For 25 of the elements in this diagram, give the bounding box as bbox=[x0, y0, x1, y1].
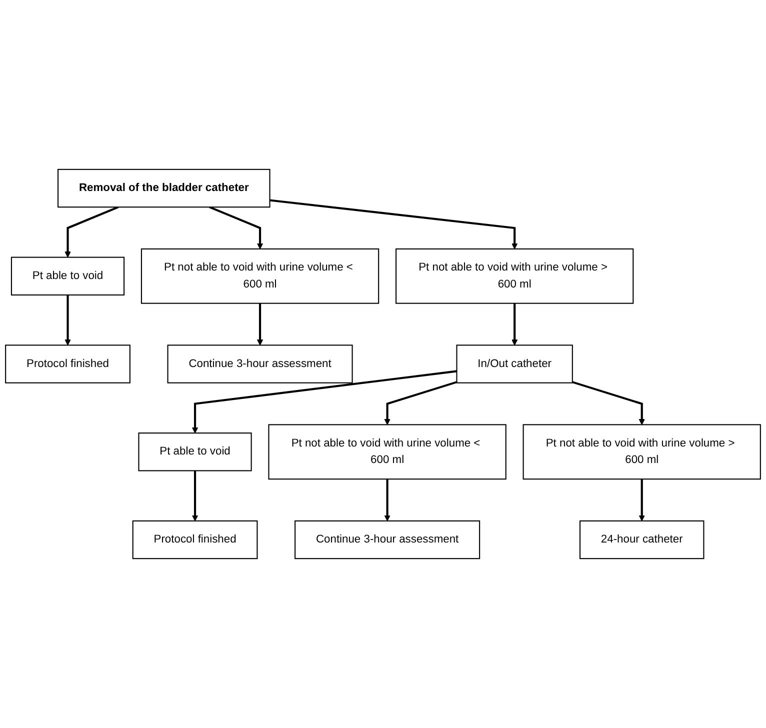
arrow bbox=[256, 303, 264, 346]
arrow bbox=[192, 370, 457, 434]
node-box: In/Out catheter bbox=[456, 344, 573, 384]
node-box: Pt able to void bbox=[10, 256, 125, 296]
node-box: Protocol finished bbox=[5, 344, 130, 384]
node-box: Pt not able to void with urine volume < 600 ml bbox=[140, 248, 380, 304]
arrow bbox=[270, 199, 518, 250]
arrow bbox=[192, 470, 198, 522]
node-box: Continue 3-hour assessment bbox=[294, 520, 480, 560]
node-box: Pt not able to void with urine volume > 600 ml bbox=[396, 248, 634, 304]
arrow bbox=[512, 303, 518, 346]
node-box: Pt not able to void with urine volume < 600 ml bbox=[268, 424, 506, 480]
arrow bbox=[572, 381, 645, 425]
node-box: Removal of the bladder catheter bbox=[58, 168, 270, 208]
arrow bbox=[638, 479, 645, 522]
arrow bbox=[384, 381, 458, 425]
node-box: Protocol finished bbox=[132, 520, 258, 560]
node-box: Pt not able to void with urine volume > 600 ml bbox=[522, 424, 761, 480]
arrow bbox=[64, 294, 71, 346]
node-box: Pt able to void bbox=[138, 432, 252, 472]
arrow bbox=[384, 479, 390, 522]
arrow bbox=[209, 206, 264, 250]
node-box: Continue 3-hour assessment bbox=[167, 344, 353, 384]
node-box: 24-hour catheter bbox=[579, 520, 704, 560]
arrow bbox=[64, 206, 119, 258]
